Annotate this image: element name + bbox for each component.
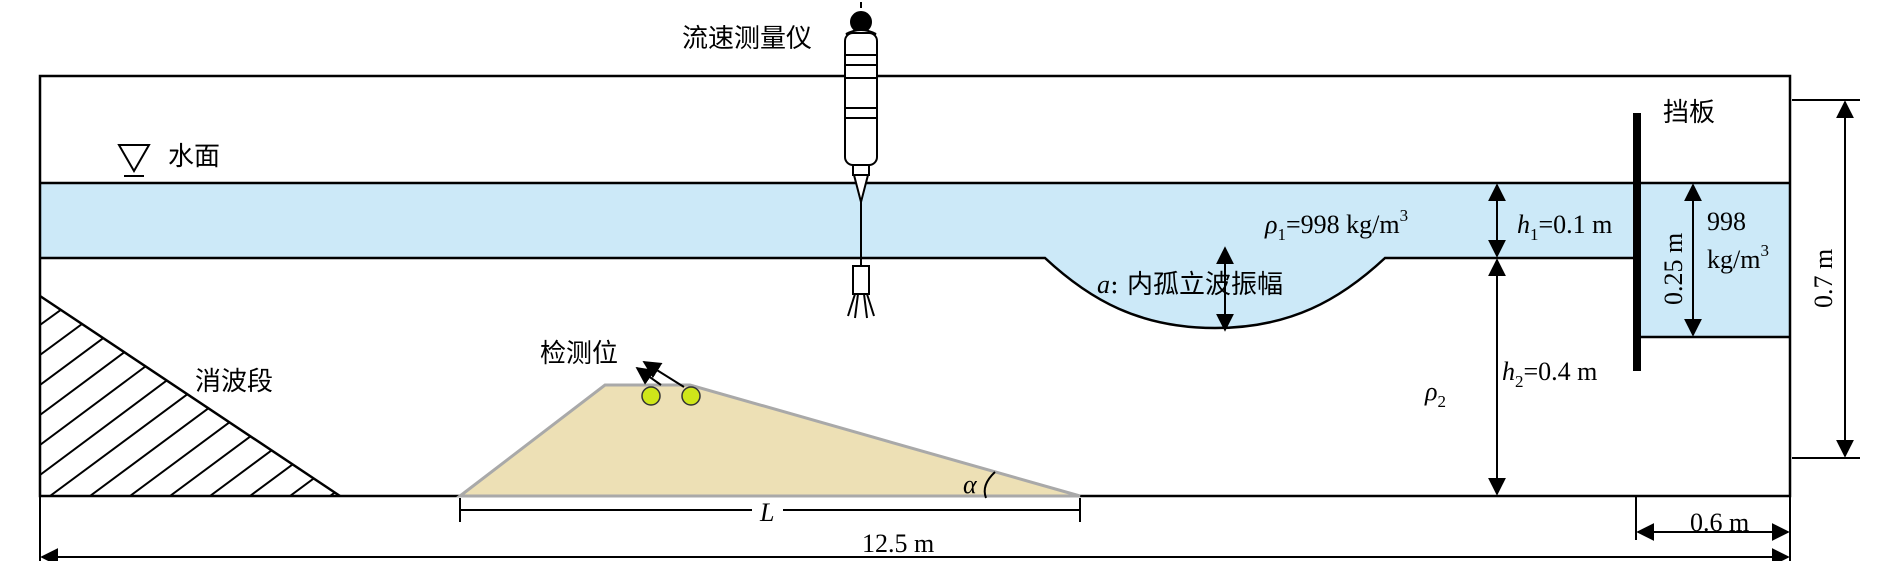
- tank-outline: [38, 74, 1792, 498]
- sensor-point-icon: [641, 386, 661, 406]
- right-depth-label: 0.25 m: [1659, 233, 1688, 305]
- sensor-pointer-2: [642, 361, 685, 388]
- slope-angle-label: α: [963, 470, 978, 499]
- rho2-label: ρ2: [1424, 377, 1446, 411]
- right-density-line2: kg/m3: [1707, 241, 1769, 274]
- current-meter-icon: [844, 2, 878, 319]
- tank-length-label: 12.5 m: [862, 529, 934, 558]
- water-surface-label: 水面: [168, 142, 220, 172]
- rho1-label: ρ1=998 kg/m3: [1264, 206, 1408, 244]
- baffle-offset-label: 0.6 m: [1690, 508, 1749, 537]
- tank-height-label: 0.7 m: [1809, 249, 1838, 308]
- slope-angle-arc: [983, 471, 996, 499]
- measure-point-label: 检测位: [540, 339, 618, 369]
- right-density-line1: 998: [1707, 207, 1746, 236]
- water-level-triangle-icon: [117, 144, 151, 177]
- baffle-label: 挡板: [1663, 98, 1715, 128]
- h1-label: h1=0.1 m: [1517, 210, 1612, 244]
- amplitude-label: a: 内孤立波振幅: [1097, 270, 1283, 300]
- slope-length-label: L: [759, 498, 774, 527]
- wave-absorber-label: 消波段: [195, 367, 273, 397]
- baffle-plate: [1633, 113, 1641, 371]
- slope-body: [455, 383, 1081, 498]
- sensor-point-icon: [681, 386, 701, 406]
- h2-label: h2=0.4 m: [1502, 357, 1597, 391]
- instrument-label: 流速测量仪: [682, 24, 812, 54]
- pycnocline-line: [40, 256, 1640, 330]
- upper-water-layer: [40, 183, 1790, 337]
